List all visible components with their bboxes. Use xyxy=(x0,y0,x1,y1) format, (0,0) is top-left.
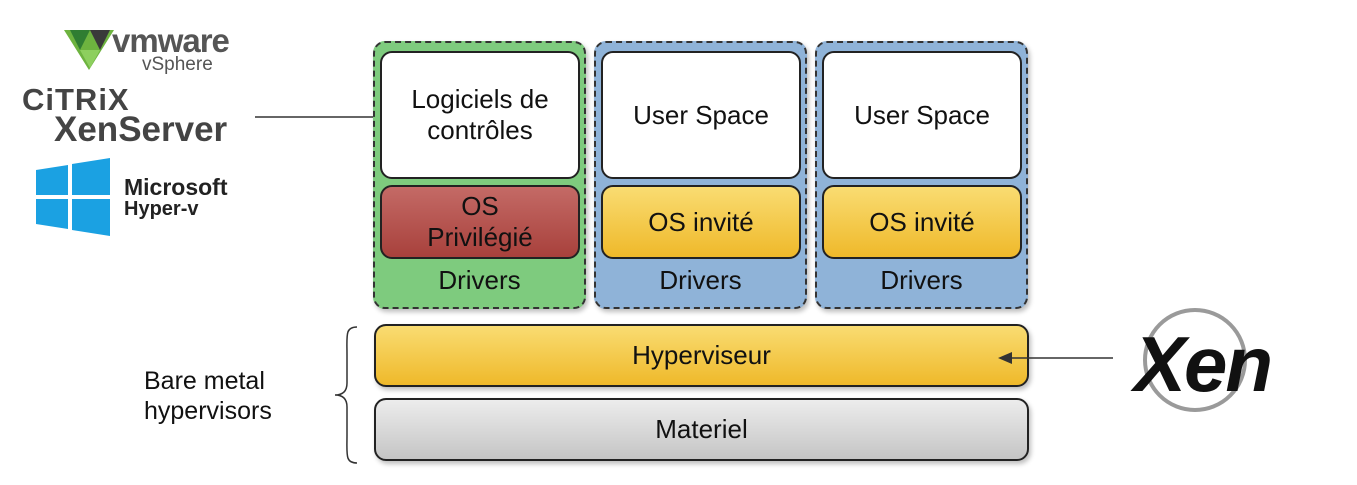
vsphere-text: vSphere xyxy=(142,54,213,75)
bare-metal-label: Bare metal hypervisors xyxy=(144,367,272,425)
privileged-os-label: OS Privilégié xyxy=(427,191,533,252)
guest-domain-1: User Space OS invité Drivers xyxy=(594,41,807,309)
hardware-label: Materiel xyxy=(655,414,748,444)
drivers-label: Drivers xyxy=(880,265,963,295)
hardware-layer: Materiel xyxy=(374,398,1029,461)
drivers-label: Drivers xyxy=(438,265,521,295)
user-space-label: User Space xyxy=(633,99,769,130)
xen-circle-icon xyxy=(1143,308,1247,412)
hyperv-text: Hyper-v xyxy=(124,198,199,220)
pointer-arrow-right xyxy=(998,352,1113,364)
microsoft-hyperv-logo: Microsoft Hyper-v xyxy=(34,158,234,238)
vmware-mark-icon xyxy=(64,30,114,70)
user-space-label: User Space xyxy=(854,99,990,130)
xen-text: Xen xyxy=(1134,320,1273,408)
user-space-box: User Space xyxy=(601,51,801,179)
windows-icon xyxy=(36,158,110,236)
drivers-label: Drivers xyxy=(659,265,742,295)
hypervisor-layer: Hyperviseur xyxy=(374,324,1029,387)
guest-os-label: OS invité xyxy=(648,206,754,237)
user-space-box: User Space xyxy=(822,51,1022,179)
citrix-brand-text: CiTRiX xyxy=(22,82,130,117)
microsoft-text: Microsoft xyxy=(124,174,228,200)
hypervisor-label: Hyperviseur xyxy=(632,340,771,370)
privileged-domain: Logiciels de contrôles OS Privilégié Dri… xyxy=(373,41,586,309)
guest-os-label: OS invité xyxy=(869,206,975,237)
guest-os-box: OS invité xyxy=(601,185,801,259)
vmware-brand-text: vmware xyxy=(112,22,230,59)
brace-icon xyxy=(334,326,358,464)
control-software-box: Logiciels de contrôles xyxy=(380,51,580,179)
vmware-vsphere-logo: vmware vSphere xyxy=(60,22,240,76)
citrix-xenserver-logo: CiTRiX XenServer xyxy=(22,82,232,150)
xen-logo: Xen xyxy=(1128,305,1343,415)
control-software-label: Logiciels de contrôles xyxy=(411,84,549,145)
privileged-os-box: OS Privilégié xyxy=(380,185,580,259)
guest-os-box: OS invité xyxy=(822,185,1022,259)
xenserver-text: XenServer xyxy=(54,110,228,149)
guest-domain-2: User Space OS invité Drivers xyxy=(815,41,1028,309)
